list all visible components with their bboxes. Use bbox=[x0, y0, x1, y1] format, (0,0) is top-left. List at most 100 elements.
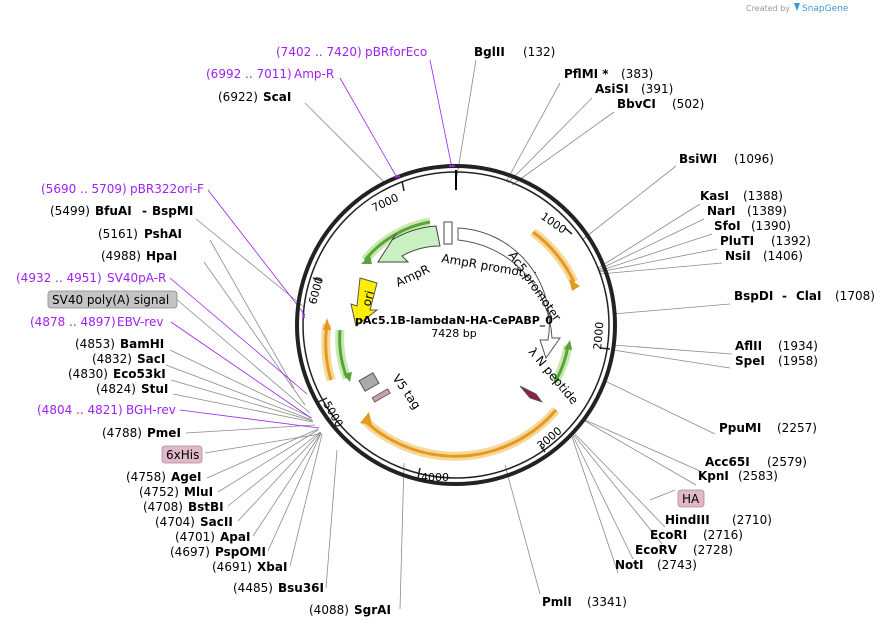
site-name: NarI bbox=[707, 204, 736, 218]
site-leader-lines bbox=[165, 59, 733, 610]
site-pos: (4988) bbox=[101, 249, 141, 263]
site-name: SacII bbox=[200, 515, 233, 529]
primer-range: (4804 .. 4821) bbox=[37, 403, 123, 417]
site-pos: (1406) bbox=[763, 249, 803, 263]
ampr-arrow bbox=[377, 225, 441, 263]
ampr-promoter-arrow bbox=[443, 221, 453, 245]
site-name: Eco53kI bbox=[113, 367, 166, 381]
site-name: BstBI bbox=[188, 500, 224, 514]
site-name: XbaI bbox=[257, 560, 287, 574]
site-name: PmeI bbox=[147, 426, 181, 440]
primer-range: (6992 .. 7011) bbox=[206, 67, 292, 81]
site-pos: (4701) bbox=[175, 530, 215, 544]
credit-text: Created by bbox=[746, 4, 790, 13]
site-pos: (2716) bbox=[703, 528, 743, 542]
primer-marks bbox=[302, 165, 455, 319]
site-name: BsiWI bbox=[679, 152, 717, 166]
green-feature-arcs bbox=[335, 217, 573, 385]
site-pos: (1958) bbox=[778, 354, 818, 368]
site-pos: (4704) bbox=[155, 515, 195, 529]
site-name: SgrAI bbox=[354, 603, 391, 617]
site-name: PspOMI bbox=[215, 545, 266, 559]
primer-range: (5690 .. 5709) bbox=[41, 182, 127, 196]
site-pos: (6922) bbox=[218, 90, 258, 104]
site-name: PflMI * bbox=[564, 67, 609, 81]
site-name: NsiI bbox=[725, 249, 751, 263]
site-name: Bsu36I bbox=[278, 581, 324, 595]
site-pos: (1708) bbox=[835, 289, 875, 303]
primer-name: pBRforEco bbox=[365, 45, 427, 59]
site-name: AflII bbox=[735, 339, 762, 353]
site-name: ScaI bbox=[263, 90, 291, 104]
his-tag-label: 6xHis bbox=[166, 448, 199, 462]
site-pos: (1392) bbox=[771, 234, 811, 248]
site-name: NotI bbox=[615, 558, 644, 572]
ha-tag-box: HA bbox=[677, 489, 705, 508]
primer-name: Amp-R bbox=[294, 67, 334, 81]
primer-name: SV40pA-R bbox=[107, 271, 166, 285]
v5-tag-marker bbox=[358, 372, 391, 403]
orange-feature-arcs bbox=[321, 228, 580, 461]
site-name: StuI bbox=[141, 382, 168, 396]
site-name: BspDI bbox=[734, 289, 773, 303]
site-pos: (1934) bbox=[778, 339, 818, 353]
tick-label-2000: 2000 bbox=[591, 321, 606, 350]
site-pos: (2728) bbox=[693, 543, 733, 557]
site-pos: (4830) bbox=[68, 367, 108, 381]
sv40-polya-label: SV40 poly(A) signal bbox=[52, 293, 169, 307]
primer-name: pBR322ori-F bbox=[130, 182, 204, 196]
plasmid-size: 7428 bp bbox=[431, 327, 476, 340]
primer-name: BGH-rev bbox=[126, 403, 176, 417]
site-pos: (5161) bbox=[98, 227, 138, 241]
site-name-alt: - bbox=[782, 289, 787, 303]
site-pos: (2257) bbox=[777, 421, 817, 435]
site-name: PmlI bbox=[542, 595, 572, 609]
sv40-polya-box: SV40 poly(A) signal bbox=[47, 290, 178, 309]
tick-label-7000: 7000 bbox=[370, 191, 401, 215]
brand-text: SnapGene bbox=[802, 4, 849, 14]
scale-ticks bbox=[312, 180, 611, 479]
site-pos: (391) bbox=[641, 82, 673, 96]
his-tag-box: 6xHis bbox=[161, 445, 203, 464]
site-pos: (4824) bbox=[96, 382, 136, 396]
site-pos: (4752) bbox=[139, 485, 179, 499]
plasmid-name: pAc5.1B-lambdaN-HA-CePABP_0 bbox=[355, 314, 553, 327]
site-pos: (2710) bbox=[732, 513, 772, 527]
site-name: AsiSI bbox=[595, 82, 629, 96]
site-name: BbvCI bbox=[617, 97, 656, 111]
plasmid-backbone bbox=[295, 164, 617, 486]
site-name: BamHI bbox=[120, 337, 164, 351]
site-pos: (4691) bbox=[212, 560, 252, 574]
ampr-label: AmpR bbox=[393, 262, 431, 290]
primer-range: (4932 .. 4951) bbox=[16, 271, 102, 285]
site-name: KpnI bbox=[698, 469, 729, 483]
tick-label-1000: 1000 bbox=[538, 210, 568, 237]
tick-label-4000: 4000 bbox=[421, 471, 449, 484]
ori-arrow bbox=[350, 277, 379, 327]
site-name: KasI bbox=[700, 189, 729, 203]
site-name: HpaI bbox=[146, 249, 177, 263]
site-name: PshAI bbox=[144, 227, 182, 241]
v5-tag-label: V5 tag bbox=[390, 372, 424, 412]
primer-leader-lines bbox=[169, 59, 453, 429]
site-pos: (502) bbox=[672, 97, 704, 111]
site-pos: (3341) bbox=[587, 595, 627, 609]
site-pos: (4758) bbox=[126, 470, 166, 484]
site-name: BglII bbox=[474, 45, 505, 59]
site-name: ClaI bbox=[796, 289, 821, 303]
site-name: EcoRV bbox=[635, 543, 678, 557]
primer-range: (7402 .. 7420) bbox=[276, 45, 362, 59]
left-site-labels: (6922) ScaI (5499) BfuAI - BspMI (5161) … bbox=[50, 90, 391, 617]
site-pos: (1388) bbox=[743, 189, 783, 203]
site-name: PpuMI bbox=[719, 421, 761, 435]
site-pos: (4832) bbox=[92, 352, 132, 366]
lambda-n-marker bbox=[519, 385, 544, 403]
site-pos: (2583) bbox=[738, 469, 778, 483]
site-name-alt: - bbox=[142, 204, 147, 218]
site-name: PluTI bbox=[720, 234, 754, 248]
site-name: BfuAI bbox=[95, 204, 132, 218]
ha-tag-label: HA bbox=[682, 492, 700, 506]
ac5-promoter-label: Ac5 promoter bbox=[506, 249, 564, 324]
site-name: AgeI bbox=[171, 470, 201, 484]
